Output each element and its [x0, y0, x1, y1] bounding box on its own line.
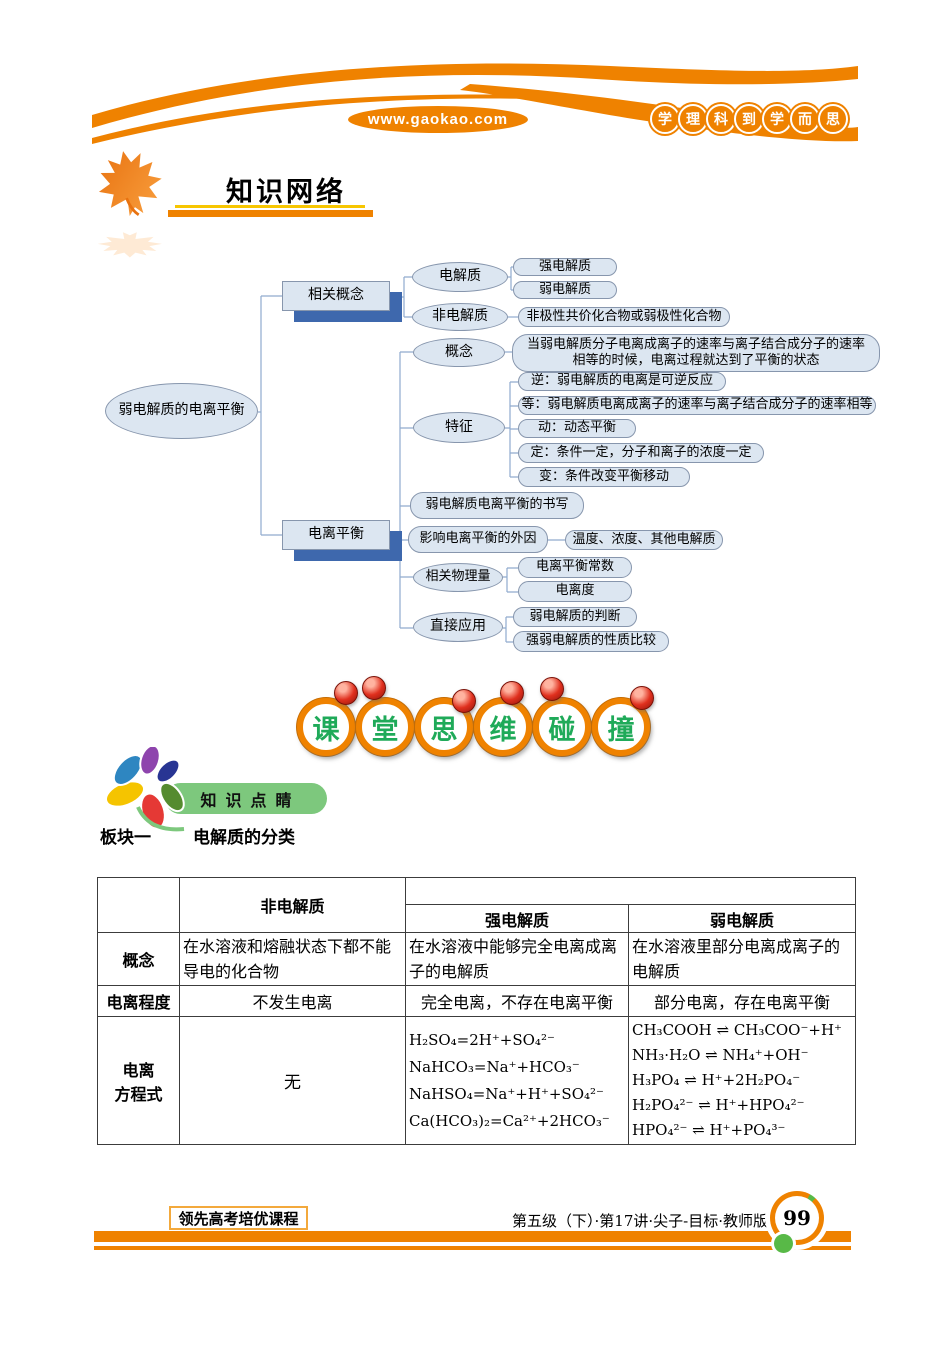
site-url: www.gaokao.com: [367, 111, 509, 128]
page-number: 99: [783, 1206, 811, 1230]
mindmap-node-judge-weak: 弱电解质的判断: [513, 607, 637, 627]
slogan-char: 而: [790, 104, 820, 134]
banner-ball-icon: [362, 676, 386, 700]
mindmap-node-physical-quantities: 相关物理量: [413, 563, 503, 592]
banner-ball-icon: [452, 689, 476, 713]
section-title-knowledge-network: 知识网络: [226, 177, 346, 207]
tip-banner: 知识点睛: [165, 783, 327, 814]
concept-weak-electrolyte: 在水溶液里部分电离成离子的电解质: [628, 932, 856, 986]
mindmap-node-ionization-degree: 电离度: [518, 581, 632, 602]
mindmap-node-writing: 弱电解质电离平衡的书写: [410, 492, 584, 519]
mindmap-node-feature-dynamic: 动：动态平衡: [518, 419, 636, 438]
equation: NH₃·H₂O ⇌ NH₄⁺+OH⁻: [632, 1046, 809, 1064]
table-empty-header-cell: [405, 877, 856, 905]
banner-ball-icon: [334, 681, 358, 705]
banner-circle: 课: [297, 698, 355, 756]
slogan-char: 思: [818, 104, 848, 134]
banner-char: 堂: [371, 714, 399, 745]
row-header-degree: 电离程度: [97, 985, 180, 1017]
slogan-char: 学: [762, 104, 792, 134]
footer-course-box: 领先高考培优课程: [169, 1206, 308, 1230]
col-header-strong-electrolyte: 强电解质: [405, 904, 629, 933]
title-underline-orange: [168, 210, 373, 217]
banner-char: 课: [312, 714, 340, 745]
banner-circle: 碰: [533, 698, 591, 756]
badge-green-dot-icon: [774, 1234, 793, 1253]
degree-weak-electrolyte: 部分电离，存在电离平衡: [628, 985, 856, 1017]
banner-char: 思: [430, 714, 458, 745]
slogan-char: 科: [706, 104, 736, 134]
equation: H₂PO₄²⁻ ⇌ H⁺+HPO₄²⁻: [632, 1096, 805, 1114]
mindmap-node-equilibrium-constant: 电离平衡常数: [518, 557, 632, 578]
equation: Ca(HCO₃)₂=Ca²⁺+2HCO₃⁻: [409, 1111, 610, 1130]
mindmap-connectors: [258, 266, 565, 643]
site-logo: www.gaokao.com: [348, 106, 528, 133]
mindmap-node-electrolyte: 电解质: [412, 262, 508, 292]
row-header-equations: 电离 方程式: [97, 1016, 180, 1145]
block-number: 板块一: [100, 828, 151, 847]
footer-bar-thin: [94, 1246, 851, 1250]
equation-label-line1: 电离: [122, 1062, 155, 1080]
col-header-non-electrolyte: 非电解质: [179, 877, 406, 933]
mindmap-node-strong-electrolyte: 强电解质: [513, 258, 617, 276]
banner-char: 碰: [548, 714, 576, 745]
equation: H₃PO₄ ⇌ H⁺+2H₂PO₄⁻: [632, 1071, 801, 1089]
banner-circle: 堂: [356, 698, 414, 756]
equation: H₂SO₄=2H⁺+SO₄²⁻: [409, 1030, 555, 1049]
banner-ball-icon: [630, 686, 654, 710]
banner-char: 维: [489, 714, 517, 745]
page-number-badge: 99: [770, 1191, 824, 1245]
mindmap-node-factors-detail: 温度、浓度、其他电解质: [565, 530, 723, 550]
mindmap-node-feature-reversible: 逆：弱电解质的电离是可逆反应: [518, 372, 726, 391]
degree-non-electrolyte: 不发生电离: [179, 985, 406, 1017]
mindmap-node-applications: 直接应用: [413, 612, 503, 642]
table-corner-cell: [97, 877, 180, 933]
equation-label-line2: 方程式: [114, 1086, 163, 1104]
block-title: 电解质的分类: [193, 828, 295, 847]
brand-slogan: 学 理 科 到 学 而 思: [650, 104, 848, 134]
mindmap-node-compare: 强弱电解质的性质比较: [513, 631, 669, 652]
mindmap-node-external-factors: 影响电离平衡的外因: [408, 526, 548, 553]
slogan-char: 到: [734, 104, 764, 134]
mindmap-node-feature-change: 变：条件改变平衡移动: [518, 467, 690, 487]
mindmap-node-non-electrolyte-def: 非极性共价化合物或弱极性化合物: [518, 307, 730, 327]
mindmap-branch-ionization-equilibrium: 电离平衡: [282, 520, 390, 550]
banner-circle: 维: [474, 698, 532, 756]
block-heading: 板块一 电解质的分类: [100, 823, 295, 848]
mindmap-node-concept-def: 当弱电解质分子电离成离子的速率与离子结合成分子的速率相等的时候，电离过程就达到了…: [512, 334, 880, 372]
footer-bar-thick: [94, 1231, 851, 1242]
mindmap-root-node: 弱电解质的电离平衡: [105, 383, 258, 439]
maple-leaf-icon: [95, 148, 168, 258]
equations-weak-electrolyte: CH₃COOH ⇌ CH₃COO⁻+H⁺ NH₃·H₂O ⇌ NH₄⁺+OH⁻ …: [628, 1016, 856, 1145]
row-header-concept: 概念: [97, 932, 180, 986]
banner-circle: 思: [415, 698, 473, 756]
degree-strong-electrolyte: 完全电离，不存在电离平衡: [405, 985, 629, 1017]
col-header-weak-electrolyte: 弱电解质: [628, 904, 856, 933]
banner-char: 撞: [607, 714, 635, 745]
equation: HPO₄²⁻ ⇌ H⁺+PO₄³⁻: [632, 1121, 786, 1139]
mindmap-node-feature: 特征: [413, 412, 505, 443]
concept-strong-electrolyte: 在水溶液中能够完全电离成离子的电解质: [405, 932, 629, 986]
equations-non-electrolyte: 无: [179, 1016, 406, 1145]
equations-strong-electrolyte: H₂SO₄=2H⁺+SO₄²⁻ NaHCO₃=Na⁺+HCO₃⁻ NaHSO₄=…: [405, 1016, 629, 1145]
slogan-char: 学: [650, 104, 680, 134]
footer-course-label: 领先高考培优课程: [178, 1210, 299, 1228]
equation: CH₃COOH ⇌ CH₃COO⁻+H⁺: [632, 1021, 842, 1039]
banner-ball-icon: [500, 681, 524, 705]
mindmap-node-weak-electrolyte: 弱电解质: [513, 281, 617, 299]
tip-banner-label: 知识点睛: [200, 792, 301, 810]
electrolyte-classification-table: 非电解质 强电解质 弱电解质 概念 在水溶液和熔融状态下都不能导电的化合物 在水…: [97, 877, 856, 1145]
mindmap-branch-related-concepts: 相关概念: [282, 281, 390, 311]
equation: NaHCO₃=Na⁺+HCO₃⁻: [409, 1057, 580, 1076]
flower-icon: [105, 747, 185, 832]
title-underline-yellow: [175, 205, 365, 208]
mindmap-node-non-electrolyte: 非电解质: [412, 303, 508, 331]
mindmap-node-feature-equal: 等：弱电解质电离成离子的速率与离子结合成分子的速率相等: [518, 396, 876, 415]
concept-non-electrolyte: 在水溶液和熔融状态下都不能导电的化合物: [179, 932, 406, 986]
equation: NaHSO₄=Na⁺+H⁺+SO₄²⁻: [409, 1084, 604, 1103]
mindmap-node-feature-fixed: 定：条件一定，分子和离子的浓度一定: [518, 443, 764, 463]
footer-edition-info: 第五级（下）·第17讲·尖子-目标·教师版: [512, 1212, 768, 1230]
mindmap-node-concept: 概念: [413, 338, 505, 367]
banner-ball-icon: [540, 677, 564, 701]
